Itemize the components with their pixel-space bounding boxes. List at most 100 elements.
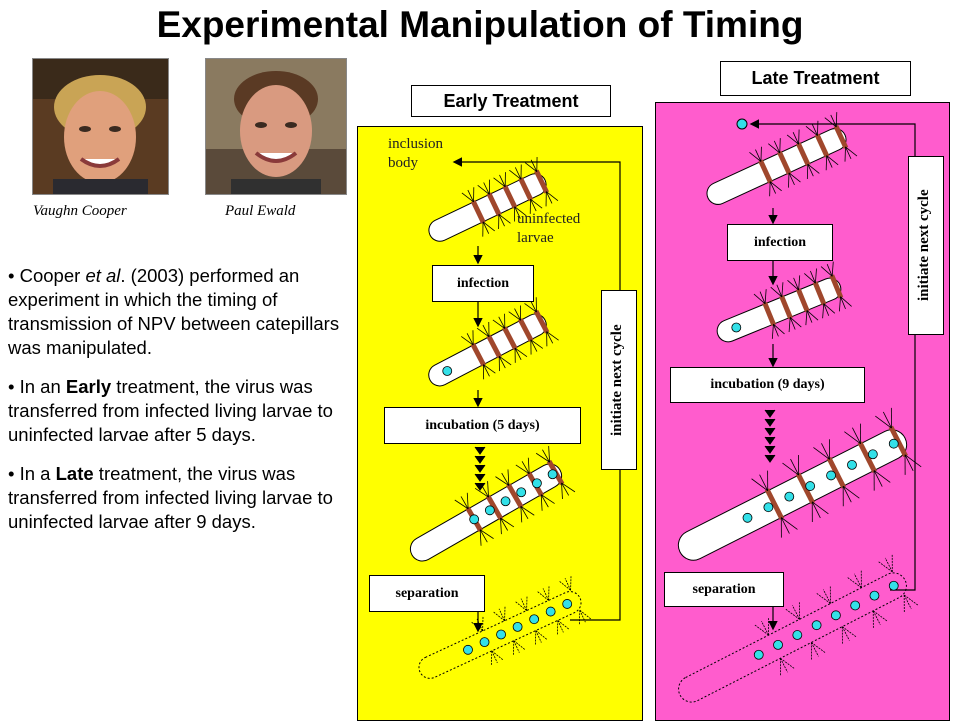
- larva-bristle: [782, 282, 783, 297]
- virus-particle: [480, 638, 489, 647]
- late-treatment-heading: Late Treatment: [720, 61, 911, 96]
- time-chevron: [765, 428, 775, 435]
- larva-bristle: [874, 470, 882, 486]
- virus-particle: [774, 640, 783, 649]
- larva-bristle: [549, 446, 550, 462]
- larva-bristle: [785, 609, 799, 619]
- larva-bristle: [461, 496, 468, 508]
- larva-bristle: [780, 658, 787, 672]
- larva-bristle: [844, 432, 860, 444]
- larva-bristle: [811, 642, 818, 656]
- larva-bristle: [481, 485, 488, 497]
- time-chevron: [475, 465, 485, 472]
- time-chevron: [765, 455, 775, 462]
- larva-bristle: [781, 518, 797, 530]
- larva-bristle: [455, 500, 468, 509]
- larva-bristle: [873, 611, 880, 625]
- virus-particle: [517, 488, 526, 497]
- larva-bristle: [780, 658, 794, 668]
- larva-bristle: [542, 450, 549, 462]
- larva-bristle: [852, 428, 860, 444]
- late-cycle-box: initiate next cycle: [908, 156, 944, 335]
- virus-particle: [497, 630, 506, 639]
- larva-bristle: [904, 595, 918, 605]
- virus-particle: [743, 513, 752, 522]
- larva-bristle: [521, 506, 528, 518]
- larva-bristle: [493, 320, 505, 329]
- larva-bristle: [905, 455, 913, 471]
- larva-bristle: [477, 328, 489, 337]
- larva-body: [703, 125, 849, 208]
- larva-bristle: [812, 502, 828, 514]
- larva-bristle: [904, 595, 911, 609]
- virus-particle: [501, 497, 510, 506]
- larva-bristle: [467, 493, 468, 509]
- larva-bristle: [495, 477, 508, 486]
- larva-bristle: [541, 495, 554, 504]
- larva-bristle: [531, 340, 543, 349]
- larva-bristle: [847, 577, 861, 587]
- larva-bristle: [772, 324, 773, 339]
- larva-bristle: [806, 310, 807, 325]
- larva-bristle: [562, 483, 569, 495]
- larva-bristle: [883, 412, 891, 428]
- virus-particle: [464, 645, 473, 654]
- time-chevron: [765, 446, 775, 453]
- larva-bristle: [502, 473, 509, 485]
- larva-bristle: [823, 304, 824, 319]
- virus-particle: [732, 323, 741, 332]
- virus-particle: [793, 631, 802, 640]
- larva-bristle: [765, 289, 766, 304]
- larva-body: [714, 275, 844, 345]
- early-treatment-heading: Early Treatment: [411, 85, 611, 117]
- early-cycle-label: initiate next cycle: [609, 291, 629, 469]
- uninfected-larvae-label: uninfected larvae: [517, 210, 613, 248]
- larva-bristle: [480, 530, 487, 542]
- larva-bristle: [842, 627, 856, 637]
- larva-bristle: [483, 365, 495, 374]
- larva-bristle: [885, 558, 892, 572]
- virus-particle: [485, 506, 494, 515]
- virus-particle: [889, 581, 898, 590]
- larva-bristle: [461, 336, 473, 345]
- larva-bristle: [781, 518, 789, 534]
- larva-bristle: [521, 506, 522, 522]
- larva-bristle: [905, 455, 921, 467]
- larva-bristle: [811, 642, 825, 652]
- larva-bristle: [500, 518, 501, 534]
- virus-particle: [513, 622, 522, 631]
- larva-bristle: [475, 488, 488, 497]
- early-separation-box: separation: [369, 575, 485, 612]
- virus-particle: [530, 615, 539, 624]
- larva-bristle: [791, 459, 799, 475]
- larva-bristle: [839, 297, 840, 312]
- larva-bristle: [755, 625, 769, 635]
- larva-bristle: [813, 447, 829, 459]
- larva-bristle: [878, 562, 892, 572]
- virus-particle: [470, 515, 479, 524]
- larva-bristle: [541, 495, 542, 511]
- larva-bristle: [874, 470, 890, 482]
- larva-bristle: [842, 627, 849, 641]
- late-cycle-label: initiate next cycle: [916, 157, 936, 334]
- larva-bristle: [812, 502, 820, 518]
- virus-particle: [546, 607, 555, 616]
- inclusion-body-icon: [737, 119, 747, 129]
- larva-bristle: [562, 483, 563, 499]
- larva-bristle: [541, 495, 548, 507]
- time-chevron: [765, 410, 775, 417]
- larva-bristle: [500, 518, 507, 530]
- larva-bristle: [815, 268, 816, 283]
- early-incubation-box: incubation (5 days): [384, 407, 581, 444]
- virus-particle: [870, 591, 879, 600]
- virus-particle: [563, 599, 572, 608]
- time-chevron: [765, 419, 775, 426]
- larva-bristle: [875, 416, 891, 428]
- larva-bristle: [799, 275, 800, 290]
- larva-bristle: [508, 469, 509, 485]
- larva-bristle: [854, 574, 861, 588]
- late-infection-box: infection: [727, 224, 833, 261]
- virus-particle: [889, 439, 898, 448]
- larva-bristle: [525, 303, 537, 312]
- late-separation-box: separation: [664, 572, 784, 607]
